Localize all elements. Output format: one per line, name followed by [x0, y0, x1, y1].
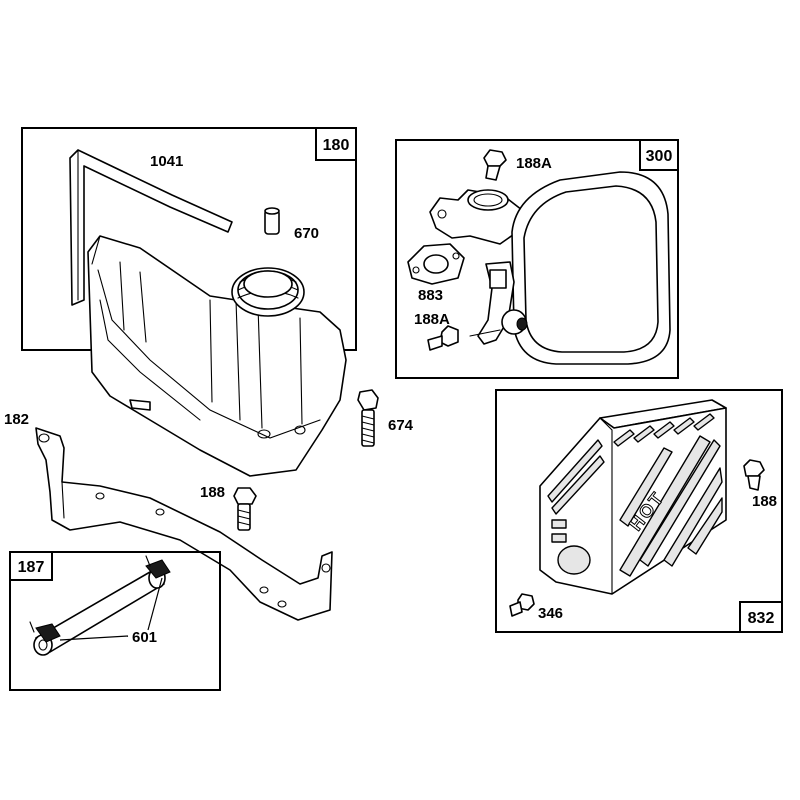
muffler	[469, 171, 671, 365]
bracket-182	[35, 427, 333, 621]
bolt-188A-bottom	[427, 325, 459, 351]
hose-clamp-1	[29, 621, 61, 643]
fuel-tank-ref-label: 180	[323, 137, 350, 154]
leader-601-b	[147, 577, 163, 631]
label-188A-top: 188A	[516, 155, 552, 172]
label-188A-bottom: 188A	[414, 311, 450, 328]
label-601: 601	[132, 629, 157, 646]
fuel-tank-ref-box	[315, 127, 357, 161]
muffler-guard	[539, 399, 727, 595]
fuel-tank	[87, 235, 347, 477]
muffler-ref-box	[639, 139, 679, 171]
bolt-188-guard	[743, 459, 765, 491]
exhaust-pipe	[429, 189, 523, 245]
gasket-883	[407, 243, 465, 285]
muffler-guard-ref-label: 832	[748, 610, 775, 627]
spacer-670	[264, 207, 280, 235]
label-182: 182	[4, 411, 29, 428]
muffler-guard-group: 832 HOT	[495, 389, 783, 633]
muffler-frame	[395, 139, 679, 379]
bolt-188-bracket	[233, 487, 257, 531]
leader-601-a	[59, 635, 129, 641]
fuel-line-ref-label: 187	[18, 559, 45, 576]
fuel-line-frame	[9, 551, 221, 691]
fuel-line-group: 187 601	[9, 551, 221, 691]
muffler-ref-label: 300	[646, 148, 673, 165]
rod-1041	[69, 149, 233, 306]
muffler-guard-ref-box	[739, 601, 783, 633]
label-670: 670	[294, 225, 319, 242]
label-188-guard: 188	[752, 493, 777, 510]
bolt-674	[357, 389, 379, 447]
bolt-346	[509, 593, 535, 617]
label-674: 674	[388, 417, 414, 434]
fuel-tank-group: 180 1041 670	[21, 127, 357, 477]
muffler-group: 300 188A 883	[395, 139, 679, 379]
fuel-line-ref-box	[9, 551, 53, 581]
bolt-188A-top	[483, 149, 507, 181]
label-883: 883	[418, 287, 443, 304]
muffler-guard-frame	[495, 389, 783, 633]
label-1041: 1041	[150, 153, 183, 170]
hose-clamp-2	[145, 555, 171, 579]
label-188-bracket: 188	[200, 484, 225, 501]
label-346: 346	[538, 605, 563, 622]
